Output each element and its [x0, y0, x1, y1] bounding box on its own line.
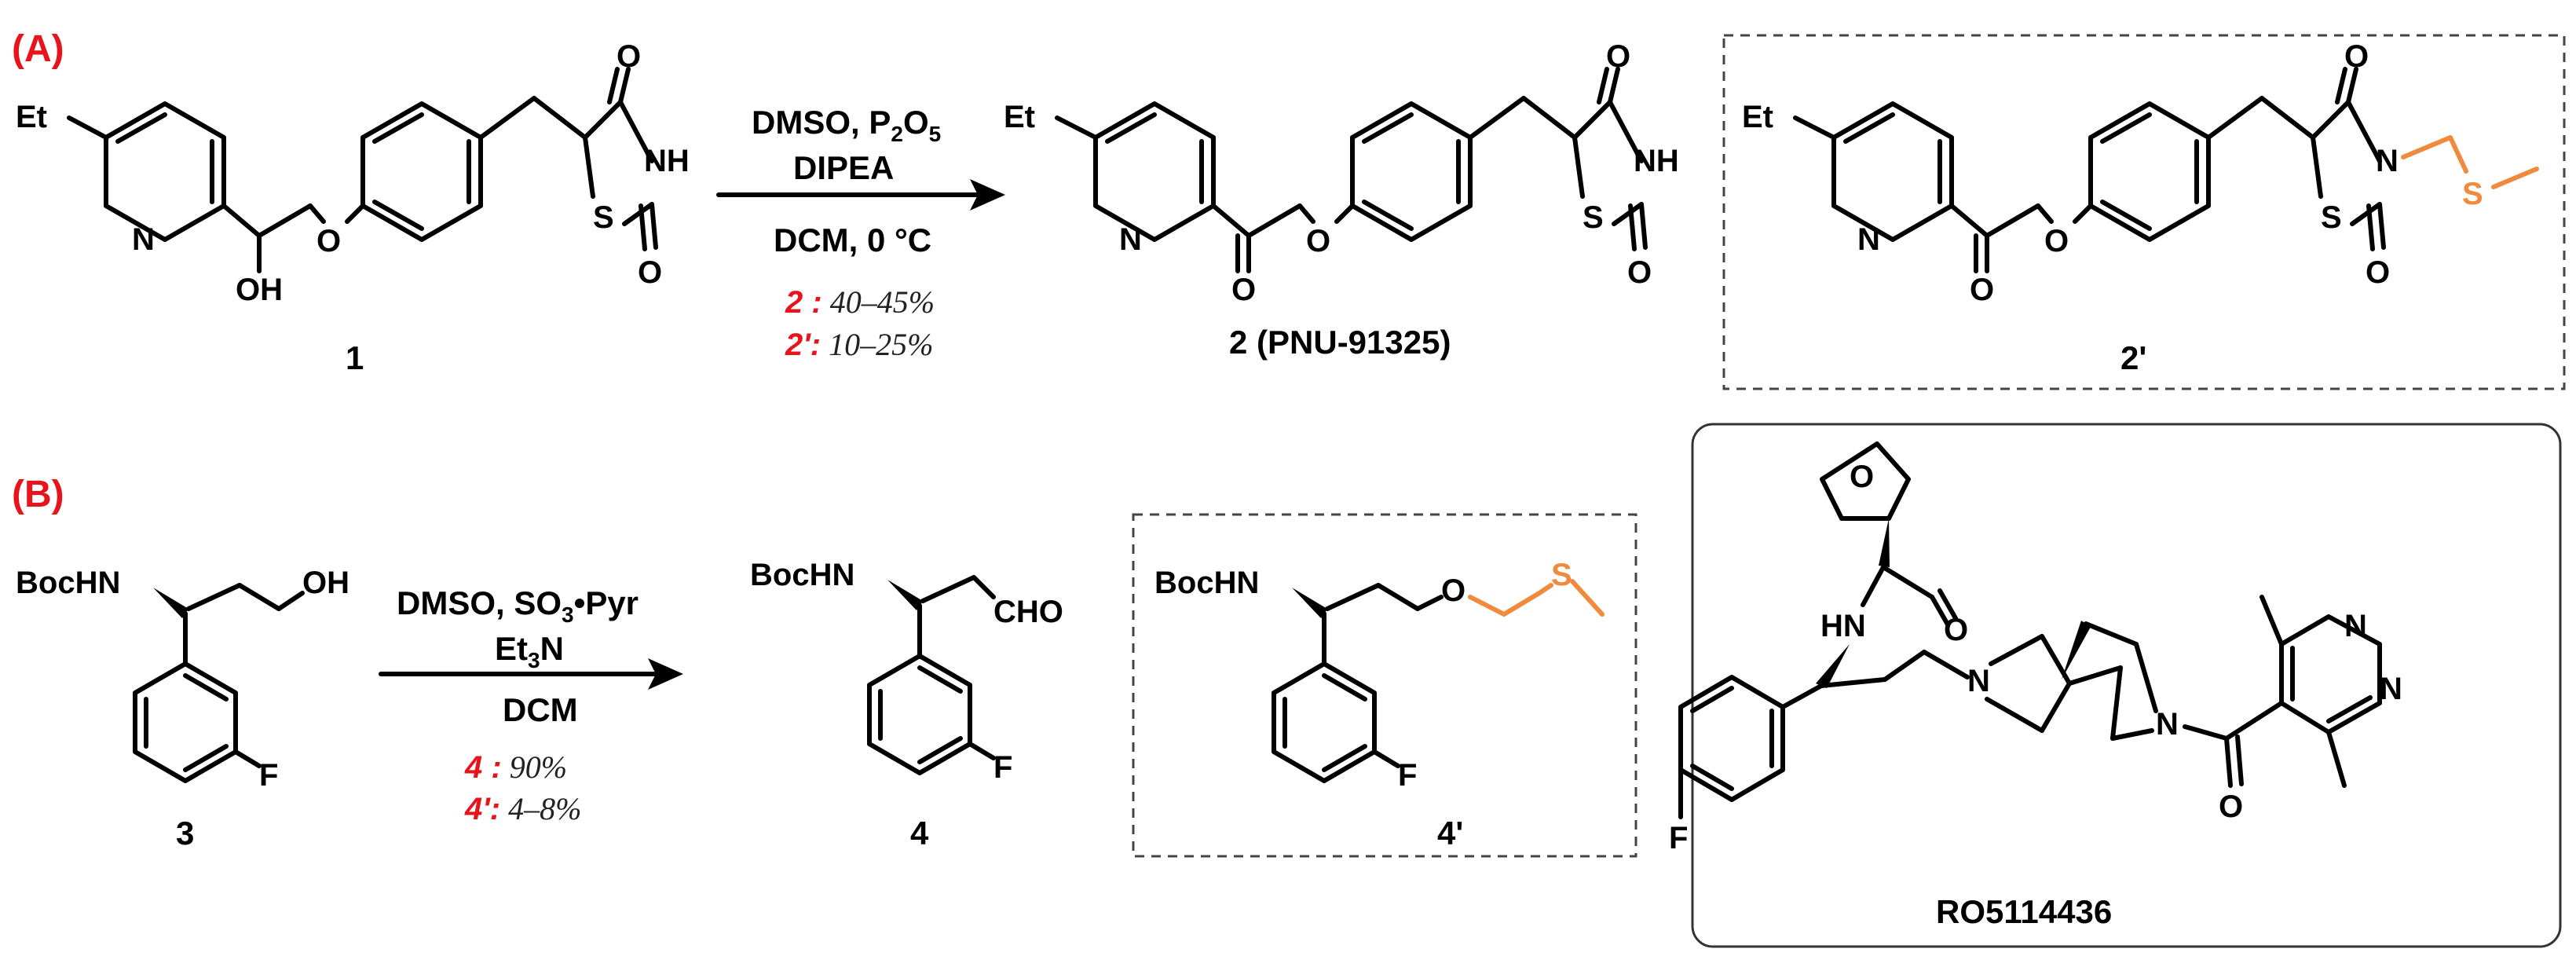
pyrimidine-n1-label: N — [2344, 609, 2367, 643]
compound-1-label: 1 — [346, 339, 364, 376]
aldehyde-label: CHO — [993, 595, 1063, 629]
ethyl-label: Et — [16, 100, 47, 134]
fluorine-label: F — [1669, 821, 1688, 855]
carbonyl-o-bottom-label: O — [2366, 255, 2390, 290]
ketone-o-label: O — [1970, 273, 1994, 307]
compound-2-label: 2 (PNU-91325) — [1229, 324, 1451, 361]
fluorine-label: F — [259, 758, 278, 793]
methylthio-s-label: S — [2462, 177, 2483, 211]
condition-a-line1: DMSO, P2O5 — [752, 104, 941, 146]
condition-a-line2: DIPEA — [793, 149, 894, 186]
compound-2prime-label: 2' — [2120, 339, 2146, 376]
byproduct-4prime-box — [1132, 513, 1637, 858]
carbonyl-o-bottom-label: O — [638, 255, 662, 290]
compound-4-structure: BocHN CHO F — [750, 558, 1063, 785]
thiazolidine-n-label: N — [2376, 144, 2399, 178]
reaction-arrow-a-head — [970, 179, 1005, 211]
thiazolidine-nh-label: NH — [1634, 144, 1679, 178]
carbonyl-o-top-label: O — [2344, 39, 2369, 74]
compound-2-structure: Et N O O S NH O O — [1004, 39, 1679, 307]
compound-4prime-label: 4' — [1437, 815, 1463, 852]
panel-a-label: (A) — [12, 28, 64, 70]
carbonyl-o-bottom-label: O — [1627, 255, 1652, 290]
yield-a-line1: 2 : 40–45% — [785, 284, 935, 320]
panel-b-label: (B) — [12, 474, 64, 515]
compound-3-label: 3 — [176, 815, 194, 852]
carbonyl-o-top-label: O — [1606, 39, 1630, 74]
byproduct-2prime-box — [1722, 34, 2566, 390]
ether-o-label: O — [2044, 224, 2069, 258]
pyrrolidine-n1-label: N — [1967, 664, 1990, 698]
thf-o-label: O — [1850, 460, 1874, 494]
bochn-label: BocHN — [16, 566, 120, 600]
compound-2prime-structure: Et N O O S N O O S — [1742, 39, 2539, 307]
amide-hn-label: HN — [1820, 609, 1866, 643]
ether-o-label: O — [317, 224, 341, 258]
pyridine-n-label: N — [132, 222, 155, 257]
pyrimidine-n2-label: N — [2380, 672, 2402, 706]
thiazolidine-s-label: S — [593, 200, 614, 235]
yield-b-line2: 4': 4–8% — [464, 791, 581, 826]
pyridine-n-label: N — [1119, 222, 1142, 257]
thiazolidine-s-label: S — [2321, 200, 2342, 235]
hydroxyl-label: OH — [302, 566, 349, 600]
carbonyl-o-label: O — [2219, 789, 2243, 824]
reaction-arrow-b-head — [648, 658, 683, 690]
condition-b-line1: DMSO, SO3•Pyr — [397, 584, 639, 627]
ether-o-label: O — [1306, 224, 1330, 258]
carbonyl-o-top-label: O — [617, 39, 641, 74]
thiazolidine-s-label: S — [1583, 200, 1604, 235]
compound-4prime-structure: BocHN O S F — [1154, 558, 1605, 793]
ro5114436-box — [1691, 423, 2562, 948]
amide-o-label: O — [1944, 613, 1968, 647]
thiazolidine-nh-label: NH — [644, 144, 690, 178]
methylthio-s-label: S — [1551, 558, 1572, 592]
condition-b-line2: Et3N — [495, 630, 564, 672]
fluorine-label: F — [993, 750, 1012, 785]
compound-3-structure: BocHN OH F — [16, 566, 349, 793]
ethyl-label: Et — [1742, 100, 1773, 134]
ethyl-label: Et — [1004, 100, 1035, 134]
ether-o-label: O — [1441, 573, 1465, 608]
pyridine-n-label: N — [1857, 222, 1880, 257]
condition-b-line3: DCM — [503, 691, 578, 728]
fluorine-label: F — [1398, 758, 1417, 793]
pyrrolidine-n2-label: N — [2156, 707, 2179, 742]
yield-b-line1: 4 : 90% — [464, 749, 567, 785]
compound-1-structure: Et N OH O S NH O O — [16, 39, 690, 307]
bochn-label: BocHN — [1154, 566, 1259, 600]
hydroxyl-label: OH — [236, 273, 283, 307]
ro5114436-label: RO5114436 — [1936, 893, 2112, 930]
ro5114436-structure: O O HN N F N O — [1669, 441, 2402, 855]
condition-a-line3: DCM, 0 °C — [774, 222, 931, 258]
ketone-o-label: O — [1231, 273, 1256, 307]
compound-4-label: 4 — [910, 815, 929, 852]
bochn-label: BocHN — [750, 558, 854, 592]
yield-a-line2: 2': 10–25% — [785, 327, 933, 362]
